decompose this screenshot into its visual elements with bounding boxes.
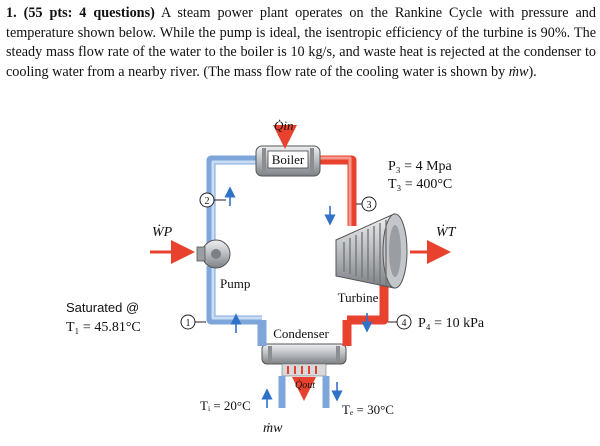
- saturated-label: Saturated @: [66, 300, 139, 315]
- turbine-label: Turbine: [338, 290, 379, 305]
- w-p-label: ẆP: [152, 223, 173, 240]
- w-t-label: ẆT: [436, 223, 457, 240]
- pump: Pump: [196, 239, 250, 291]
- state-marker-2: 2: [199, 192, 226, 208]
- svg-text:1: 1: [186, 318, 191, 329]
- boiler-label: Boiler: [272, 152, 305, 167]
- p4-label: P₄ = 10 kPa: [418, 316, 485, 331]
- steam-pipe: [318, 155, 389, 325]
- ti-label: Tᵢ = 20°C: [200, 398, 251, 413]
- pump-label: Pump: [220, 276, 250, 291]
- p3-label: P₃ = 4 Mpa: [388, 159, 453, 174]
- rankine-cycle-diagram: Boiler Turbine Pump Condenser: [66, 118, 485, 436]
- mdot-w-inline: ṁw: [508, 63, 529, 80]
- cooling-water-pipe: [278, 376, 330, 408]
- svg-text:2: 2: [205, 196, 210, 207]
- boiler: Boiler: [255, 145, 321, 177]
- te-label: Tₑ = 30°C: [342, 402, 394, 417]
- condenser: Condenser: [261, 326, 347, 377]
- turbine: Turbine: [335, 213, 408, 305]
- problem-heading: 1. (55 pts: 4 questions): [6, 5, 155, 21]
- problem-statement: 1. (55 pts: 4 questions) A steam power p…: [6, 4, 596, 82]
- t3-label: T₃ = 400°C: [388, 177, 452, 192]
- state-marker-4: 4: [388, 314, 412, 330]
- svg-text:3: 3: [367, 200, 372, 211]
- t1-label: T₁ = 45.81°C: [66, 320, 141, 335]
- cold-water-pipe: [206, 155, 262, 325]
- problem-body: A steam power plant operates on the Rank…: [6, 5, 596, 80]
- state-marker-1: 1: [180, 314, 206, 330]
- problem-body-end: ).: [528, 63, 537, 80]
- q-in-label: Q̇in: [274, 118, 294, 133]
- flow-arrows: [224, 186, 373, 408]
- q-out-label: Q̇out: [295, 379, 315, 391]
- condenser-label: Condenser: [273, 326, 329, 341]
- svg-text:4: 4: [402, 318, 407, 329]
- state-marker-3: 3: [356, 196, 377, 212]
- mdot-w-label: ṁw: [263, 421, 283, 436]
